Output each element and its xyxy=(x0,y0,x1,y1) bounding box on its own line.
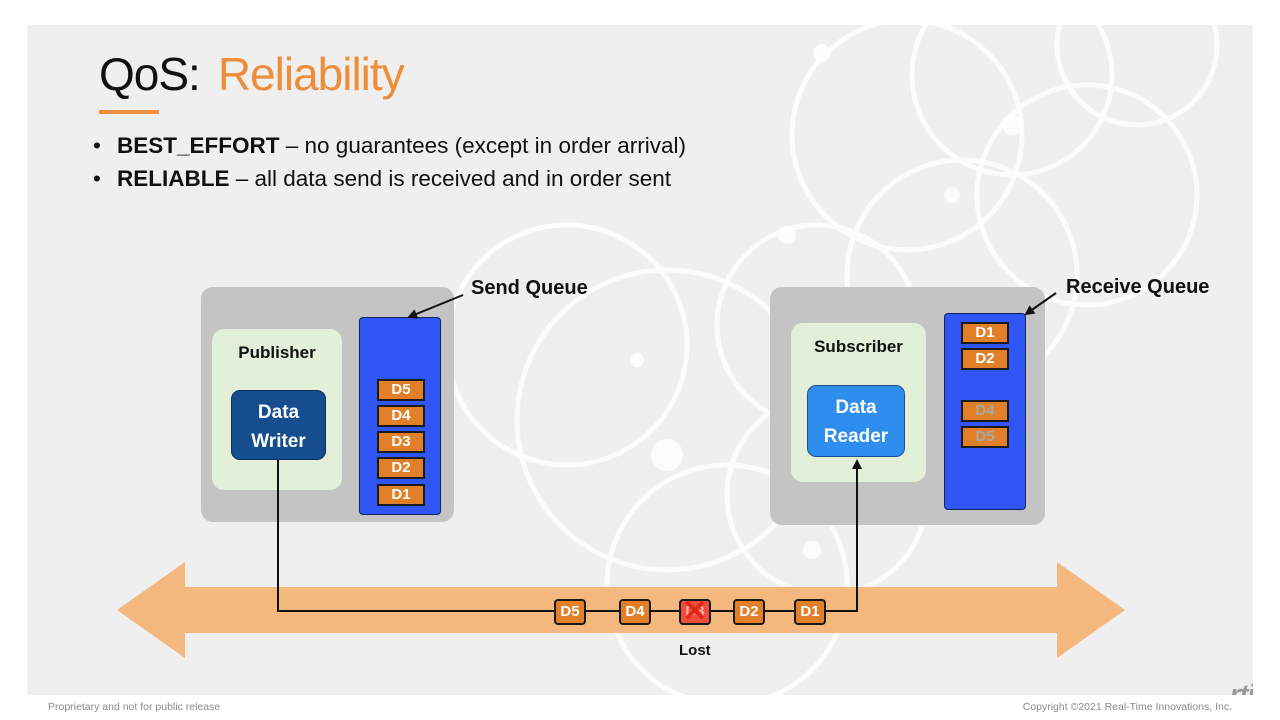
title-underline xyxy=(99,110,159,114)
send-queue-pointer xyxy=(407,294,464,319)
data-reader-line2: Reader xyxy=(823,426,889,447)
data-writer: Data Writer xyxy=(231,390,326,460)
lost-label: Lost xyxy=(679,642,711,659)
title-main: QoS: xyxy=(99,48,201,100)
receive-queue-item-pending: D5 xyxy=(961,426,1009,448)
bus-packet: D1 xyxy=(794,599,826,625)
send-queue-item: D1 xyxy=(377,484,425,506)
bullet-term: RELIABLE xyxy=(117,166,230,191)
bullet-text: – no guarantees (except in order arrival… xyxy=(279,133,686,158)
receive-queue-pointer xyxy=(1024,292,1057,316)
bus-packet: D2 xyxy=(733,599,765,625)
receive-queue-item-pending: D4 xyxy=(961,400,1009,422)
receive-queue-item: D1 xyxy=(961,322,1009,344)
slide-title: QoS: Reliability xyxy=(99,47,405,101)
lost-x-icon: ✕ xyxy=(682,595,708,628)
bullet-list: •BEST_EFFORT – no guarantees (except in … xyxy=(93,129,686,195)
bus-packet: D5 xyxy=(554,599,586,625)
data-reader-line1: Data xyxy=(835,397,877,418)
data-writer-line1: Data xyxy=(257,402,300,423)
subscriber-label: Subscriber xyxy=(814,337,903,356)
publisher-label: Publisher xyxy=(238,343,316,362)
slide: QoS: Reliability •BEST_EFFORT – no guaran… xyxy=(27,25,1253,695)
rti-logo: rti xyxy=(1200,679,1253,695)
footer-right: Copyright ©2021 Real-Time Innovations, I… xyxy=(1022,701,1232,713)
bus-packet: D4 xyxy=(619,599,651,625)
send-queue-item: D4 xyxy=(377,405,425,427)
bullet-item: •RELIABLE – all data send is received an… xyxy=(93,166,672,191)
send-queue-item: D3 xyxy=(377,431,425,453)
send-queue-item: D5 xyxy=(377,379,425,401)
title-sub: Reliability xyxy=(217,48,405,100)
rti-logo-text: rti xyxy=(1230,679,1253,695)
bullet-term: BEST_EFFORT xyxy=(117,133,280,158)
bullet-item: •BEST_EFFORT – no guarantees (except in … xyxy=(93,133,686,158)
send-queue-label: Send Queue xyxy=(471,277,588,299)
receive-queue-label: Receive Queue xyxy=(1066,276,1210,298)
bullet-text: – all data send is received and in order… xyxy=(229,166,672,191)
receive-queue-item: D2 xyxy=(961,348,1009,370)
send-queue-item: D2 xyxy=(377,457,425,479)
data-writer-line2: Writer xyxy=(251,431,306,452)
bus-packet-lost: D3 ✕ xyxy=(679,595,711,628)
bus-diagram-lines xyxy=(117,292,1125,658)
lost-packet-label: D3 xyxy=(685,603,705,620)
footer-left: Proprietary and not for public release xyxy=(48,701,221,713)
data-reader: Data Reader xyxy=(807,385,905,457)
